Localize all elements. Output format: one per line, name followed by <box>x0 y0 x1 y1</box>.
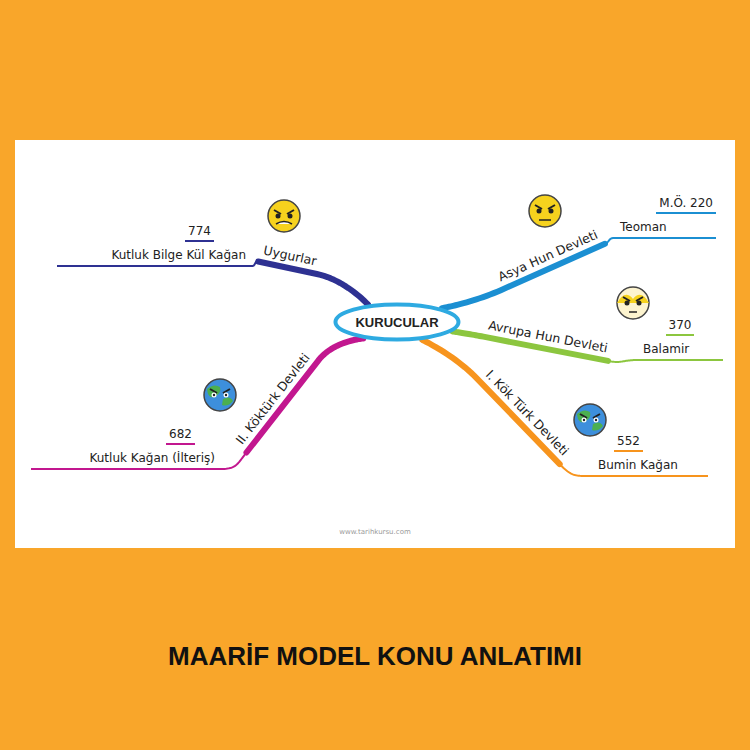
main-branch-line <box>442 244 605 308</box>
founder-leaf: 552Bumin Kağan <box>592 434 708 477</box>
year-row: M.Ö. 220 <box>614 196 716 214</box>
page-title: MAARİF MODEL KONU ANLATIMI <box>0 641 750 672</box>
year-row: 552 <box>592 434 708 452</box>
state-name: I. Kök Türk Devleti <box>483 367 572 458</box>
branch-label: I. Kök Türk Devleti <box>480 365 574 461</box>
leaf-line <box>221 452 246 469</box>
pale-face-icon <box>617 287 649 319</box>
state-name: II. Köktürk Devleti <box>232 350 312 447</box>
leaf-line <box>608 360 637 362</box>
founder-name: Teoman <box>614 220 716 239</box>
founder-name: Kutluk Kağan (İlteriş) <box>31 451 221 470</box>
yellow-face-icon <box>268 200 300 232</box>
watermark: www.tarihkursu.com <box>300 528 450 536</box>
state-name: Asya Hun Devleti <box>496 227 600 284</box>
leaf-line <box>605 238 614 244</box>
globe-face-icon <box>204 379 236 411</box>
watermark-text: www.tarihkursu.com <box>339 528 410 536</box>
main-branch-line <box>422 340 559 464</box>
year-text: 774 <box>185 224 214 242</box>
branch-label: Uygurlar <box>259 242 321 270</box>
yellow-face-icon <box>529 195 561 227</box>
globe-face-icon <box>574 404 606 436</box>
founder-leaf: 370Balamir <box>637 318 723 361</box>
year-text: 552 <box>614 434 643 452</box>
state-name: Avrupa Hun Devleti <box>487 318 609 356</box>
center-title: KURUCULAR <box>355 315 438 330</box>
leaf-line <box>560 464 592 476</box>
year-text: M.Ö. 220 <box>656 196 716 214</box>
founder-leaf: 774Kutluk Bilge Kül Kağan <box>57 224 252 267</box>
year-row: 370 <box>637 318 723 336</box>
year-row: 774 <box>57 224 252 242</box>
founder-leaf: 682Kutluk Kağan (İlteriş) <box>31 427 221 470</box>
founder-name: Balamir <box>637 342 723 361</box>
branch-label: Avrupa Hun Devleti <box>484 317 612 357</box>
state-name: Uygurlar <box>262 243 318 269</box>
year-text: 682 <box>166 427 195 445</box>
branch-label: II. Köktürk Devleti <box>231 348 316 450</box>
founder-leaf: M.Ö. 220Teoman <box>614 196 716 239</box>
year-text: 370 <box>666 318 695 336</box>
leaf-line <box>252 261 258 266</box>
central-ellipse: KURUCULAR <box>333 303 460 342</box>
founder-name: Bumin Kağan <box>592 458 708 477</box>
year-row: 682 <box>31 427 221 445</box>
founder-name: Kutluk Bilge Kül Kağan <box>57 248 252 267</box>
white-panel <box>15 140 735 548</box>
branch-label: Asya Hun Devleti <box>493 226 603 287</box>
